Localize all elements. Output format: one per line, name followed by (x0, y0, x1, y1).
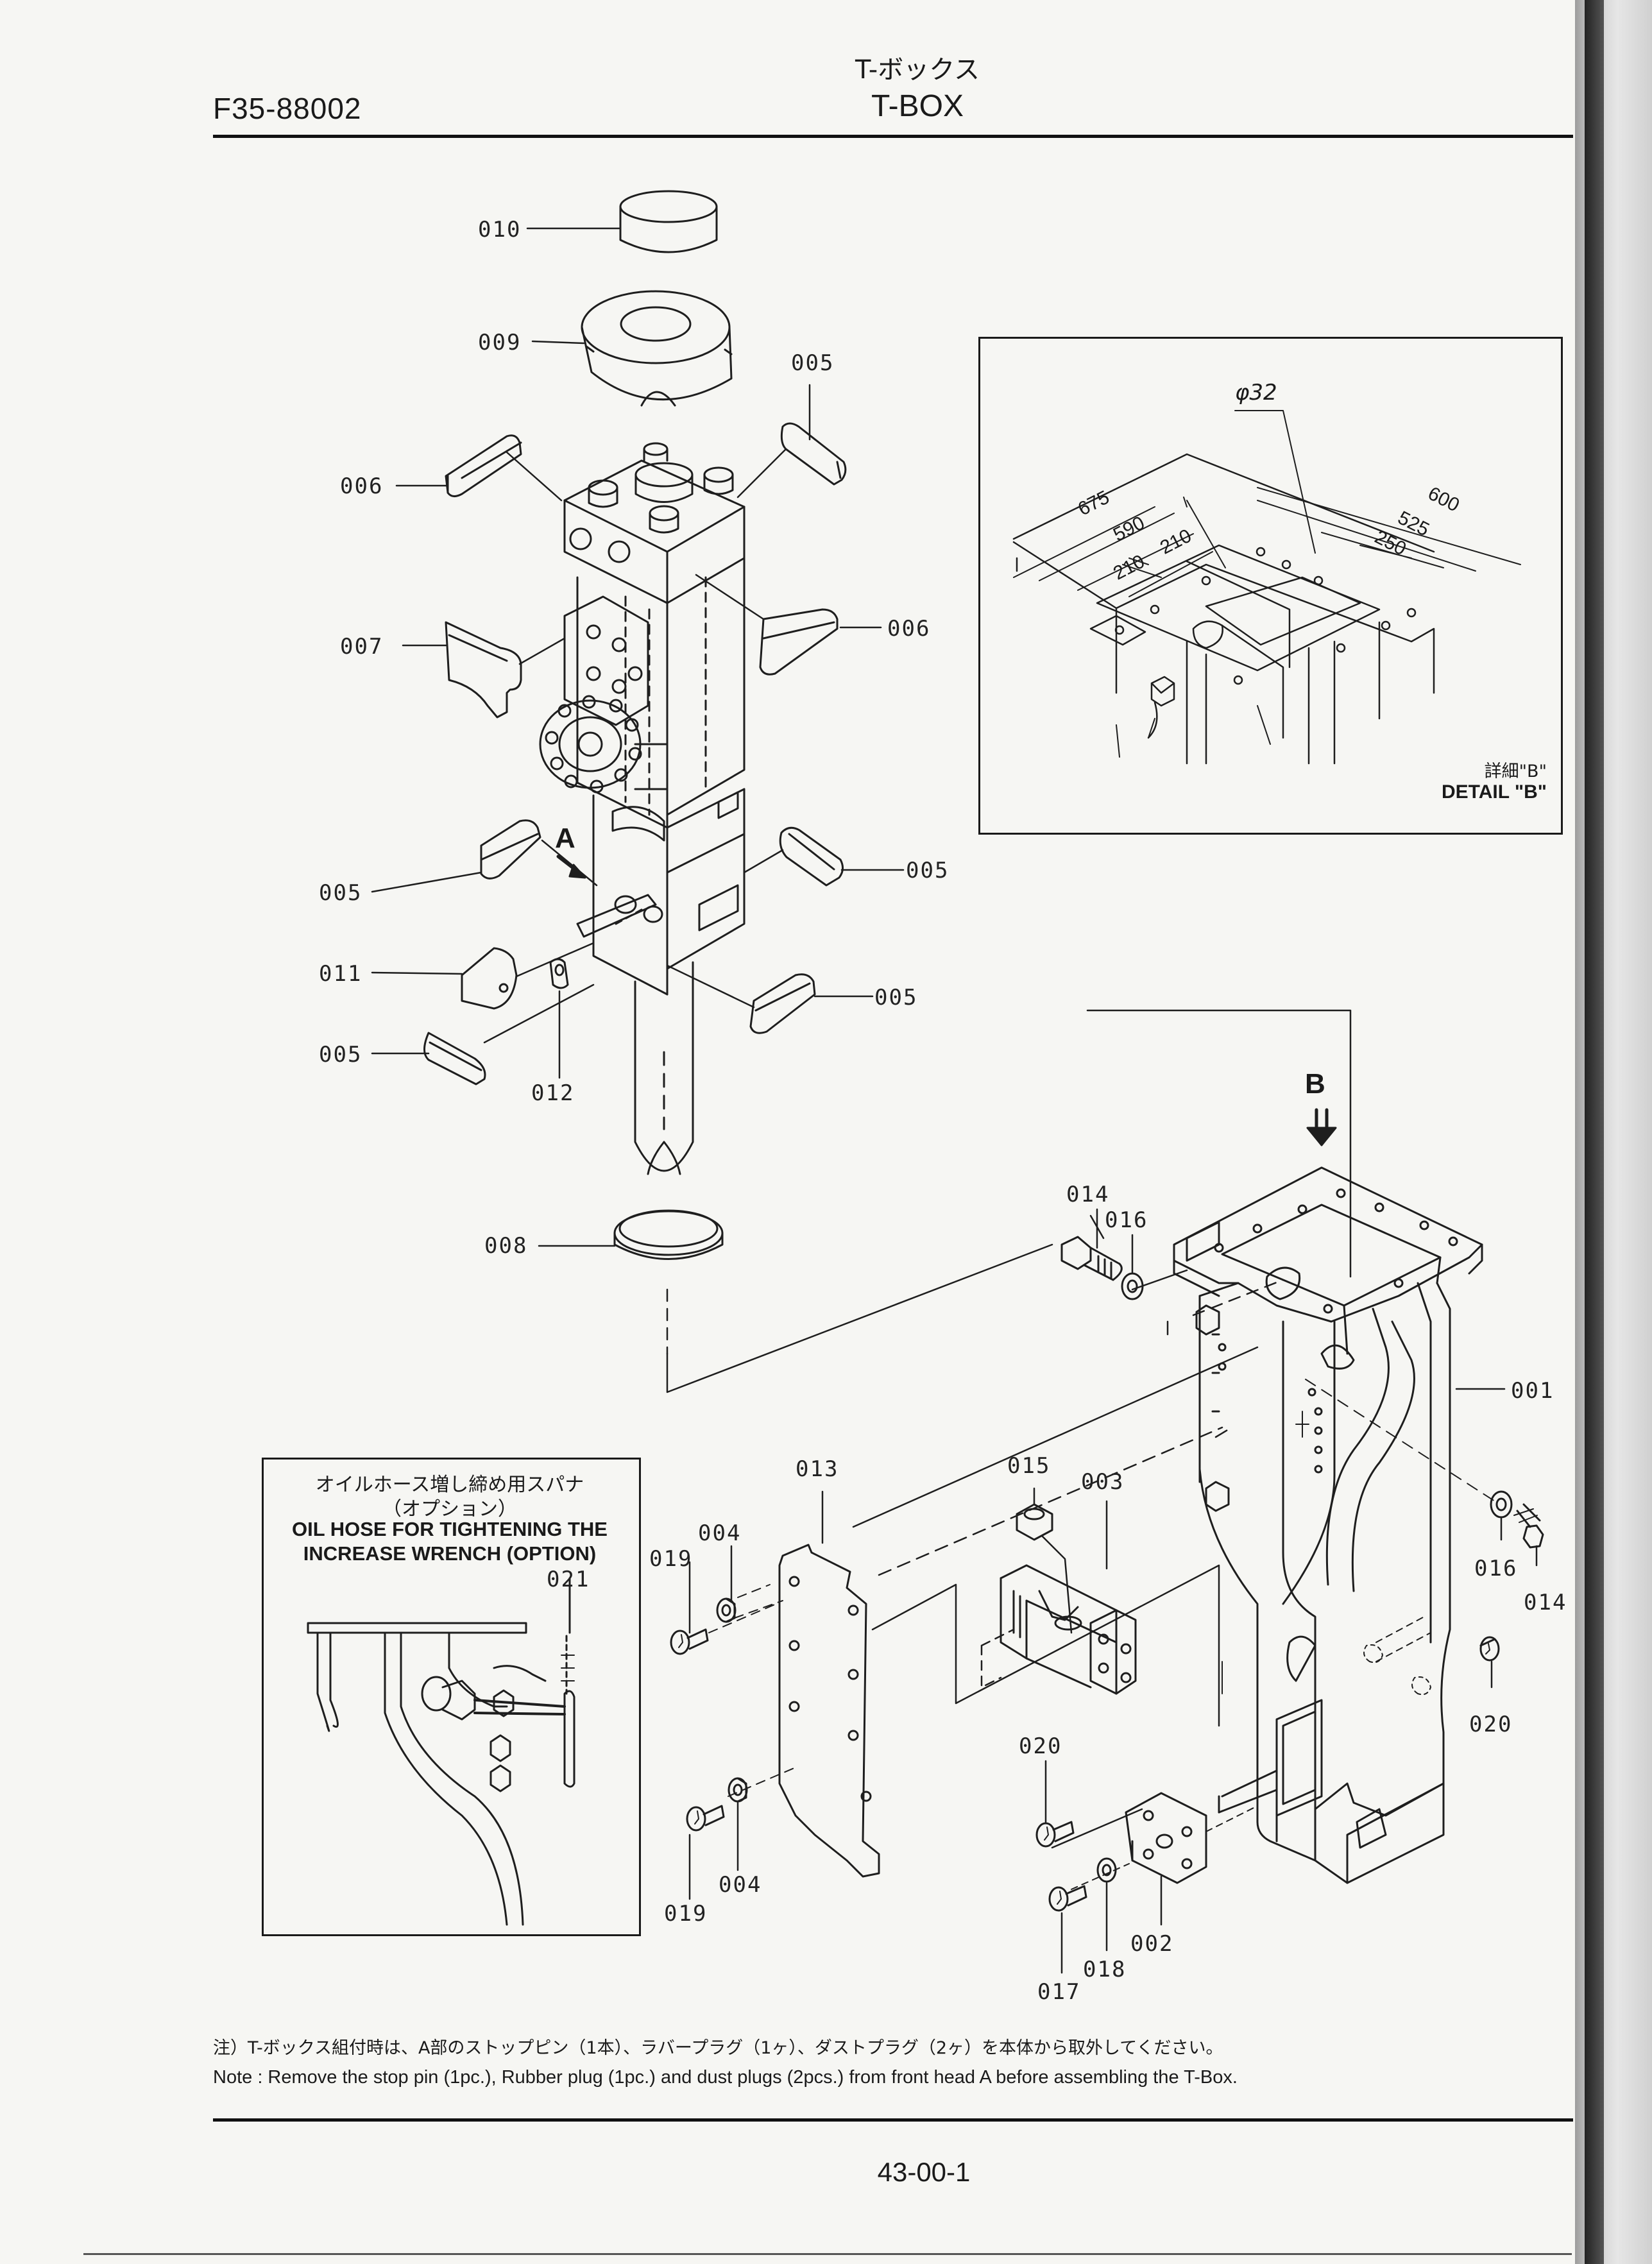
label-009: 009 (478, 330, 522, 355)
arrow-b-label: B (1305, 1068, 1325, 1100)
label-011: 011 (319, 961, 362, 987)
label-leaders-left (371, 227, 905, 1247)
detail-b-caption-en: DETAIL "B" (1441, 781, 1547, 803)
option-wrench-box: オイルホース増し締め用スパナ （オプション） OIL HOSE FOR TIGH… (262, 1458, 641, 1936)
label-005: 005 (874, 985, 918, 1010)
part-008-o-ring (613, 1209, 724, 1260)
part-003-bracket (1000, 1564, 1137, 1695)
label-016: 016 (1474, 1556, 1518, 1581)
dim-phi32: φ32 (1235, 380, 1277, 405)
page-binding-edge (1585, 0, 1604, 2264)
detail-b-box: 詳細"B" DETAIL "B" (978, 337, 1563, 835)
label-014: 014 (1524, 1590, 1567, 1615)
label-015: 015 (1007, 1453, 1051, 1479)
part-010-cap (619, 190, 718, 253)
label-013: 013 (796, 1456, 839, 1482)
label-019: 019 (649, 1546, 693, 1572)
label-020: 020 (1019, 1733, 1062, 1759)
note-en: Note : Remove the stop pin (1pc.), Rubbe… (213, 2067, 1238, 2088)
part-002-cover (1125, 1792, 1207, 1884)
label-020: 020 (1469, 1712, 1513, 1737)
part-009-ring (581, 290, 733, 407)
page-title-en: T-BOX (871, 89, 964, 123)
rubber-pads (423, 422, 847, 1085)
page-title-jp: T-ボックス (855, 55, 980, 85)
label-017: 017 (1037, 1979, 1081, 2005)
detail-b-caption-jp: 詳細"B" (1484, 762, 1547, 781)
label-016: 016 (1105, 1207, 1148, 1233)
label-004: 004 (719, 1872, 762, 1898)
detail-b-drawing (1012, 410, 1521, 765)
t-box-frame (1173, 1166, 1483, 1884)
header-rule (213, 135, 1573, 138)
label-005: 005 (319, 880, 362, 906)
label-004: 004 (698, 1520, 742, 1546)
arrow-a-label: A (555, 822, 575, 854)
label-019: 019 (664, 1901, 708, 1927)
label-012: 012 (531, 1080, 575, 1106)
option-title-jp-line1: オイルホース増し締め用スパナ (315, 1474, 584, 1496)
head-block (563, 442, 745, 604)
label-005: 005 (791, 350, 835, 376)
label-021: 021 (547, 1567, 590, 1592)
footer-rule (213, 2118, 1573, 2122)
label-005: 005 (906, 858, 949, 883)
part-013-plate (778, 1544, 880, 1878)
label-007: 007 (340, 634, 384, 660)
scan-edge-line (83, 2253, 1572, 2255)
assembly-leader-lines (483, 448, 787, 1355)
label-008: 008 (484, 1233, 528, 1259)
chisel (634, 961, 694, 1175)
label-leaders-right (666, 1009, 1538, 1974)
label-006: 006 (340, 473, 384, 499)
breaker-body (539, 557, 745, 829)
label-003: 003 (1081, 1469, 1125, 1495)
label-006: 006 (887, 616, 931, 642)
option-wrench-drawing (307, 1577, 575, 1926)
fasteners (670, 1236, 1544, 1912)
label-018: 018 (1083, 1957, 1127, 1982)
breaker-assembly (423, 190, 847, 1355)
option-title-en-line1: OIL HOSE FOR TIGHTENING THE (291, 1518, 608, 1540)
note-jp: 注）T-ボックス組付時は、A部のストップピン（1本）、ラバープラグ（1ヶ）、ダス… (213, 2038, 1223, 2058)
label-010: 010 (478, 217, 522, 243)
front-head (576, 788, 745, 996)
document-code: F35-88002 (213, 92, 362, 125)
label-002: 002 (1130, 1931, 1174, 1957)
page-number: 43-00-1 (877, 2157, 971, 2187)
label-014: 014 (1066, 1182, 1110, 1207)
option-title-en-line2: INCREASE WRENCH (OPTION) (303, 1542, 597, 1565)
option-title-jp-line2: （オプション） (382, 1498, 517, 1520)
label-001: 001 (1511, 1378, 1554, 1404)
label-005: 005 (319, 1042, 362, 1068)
